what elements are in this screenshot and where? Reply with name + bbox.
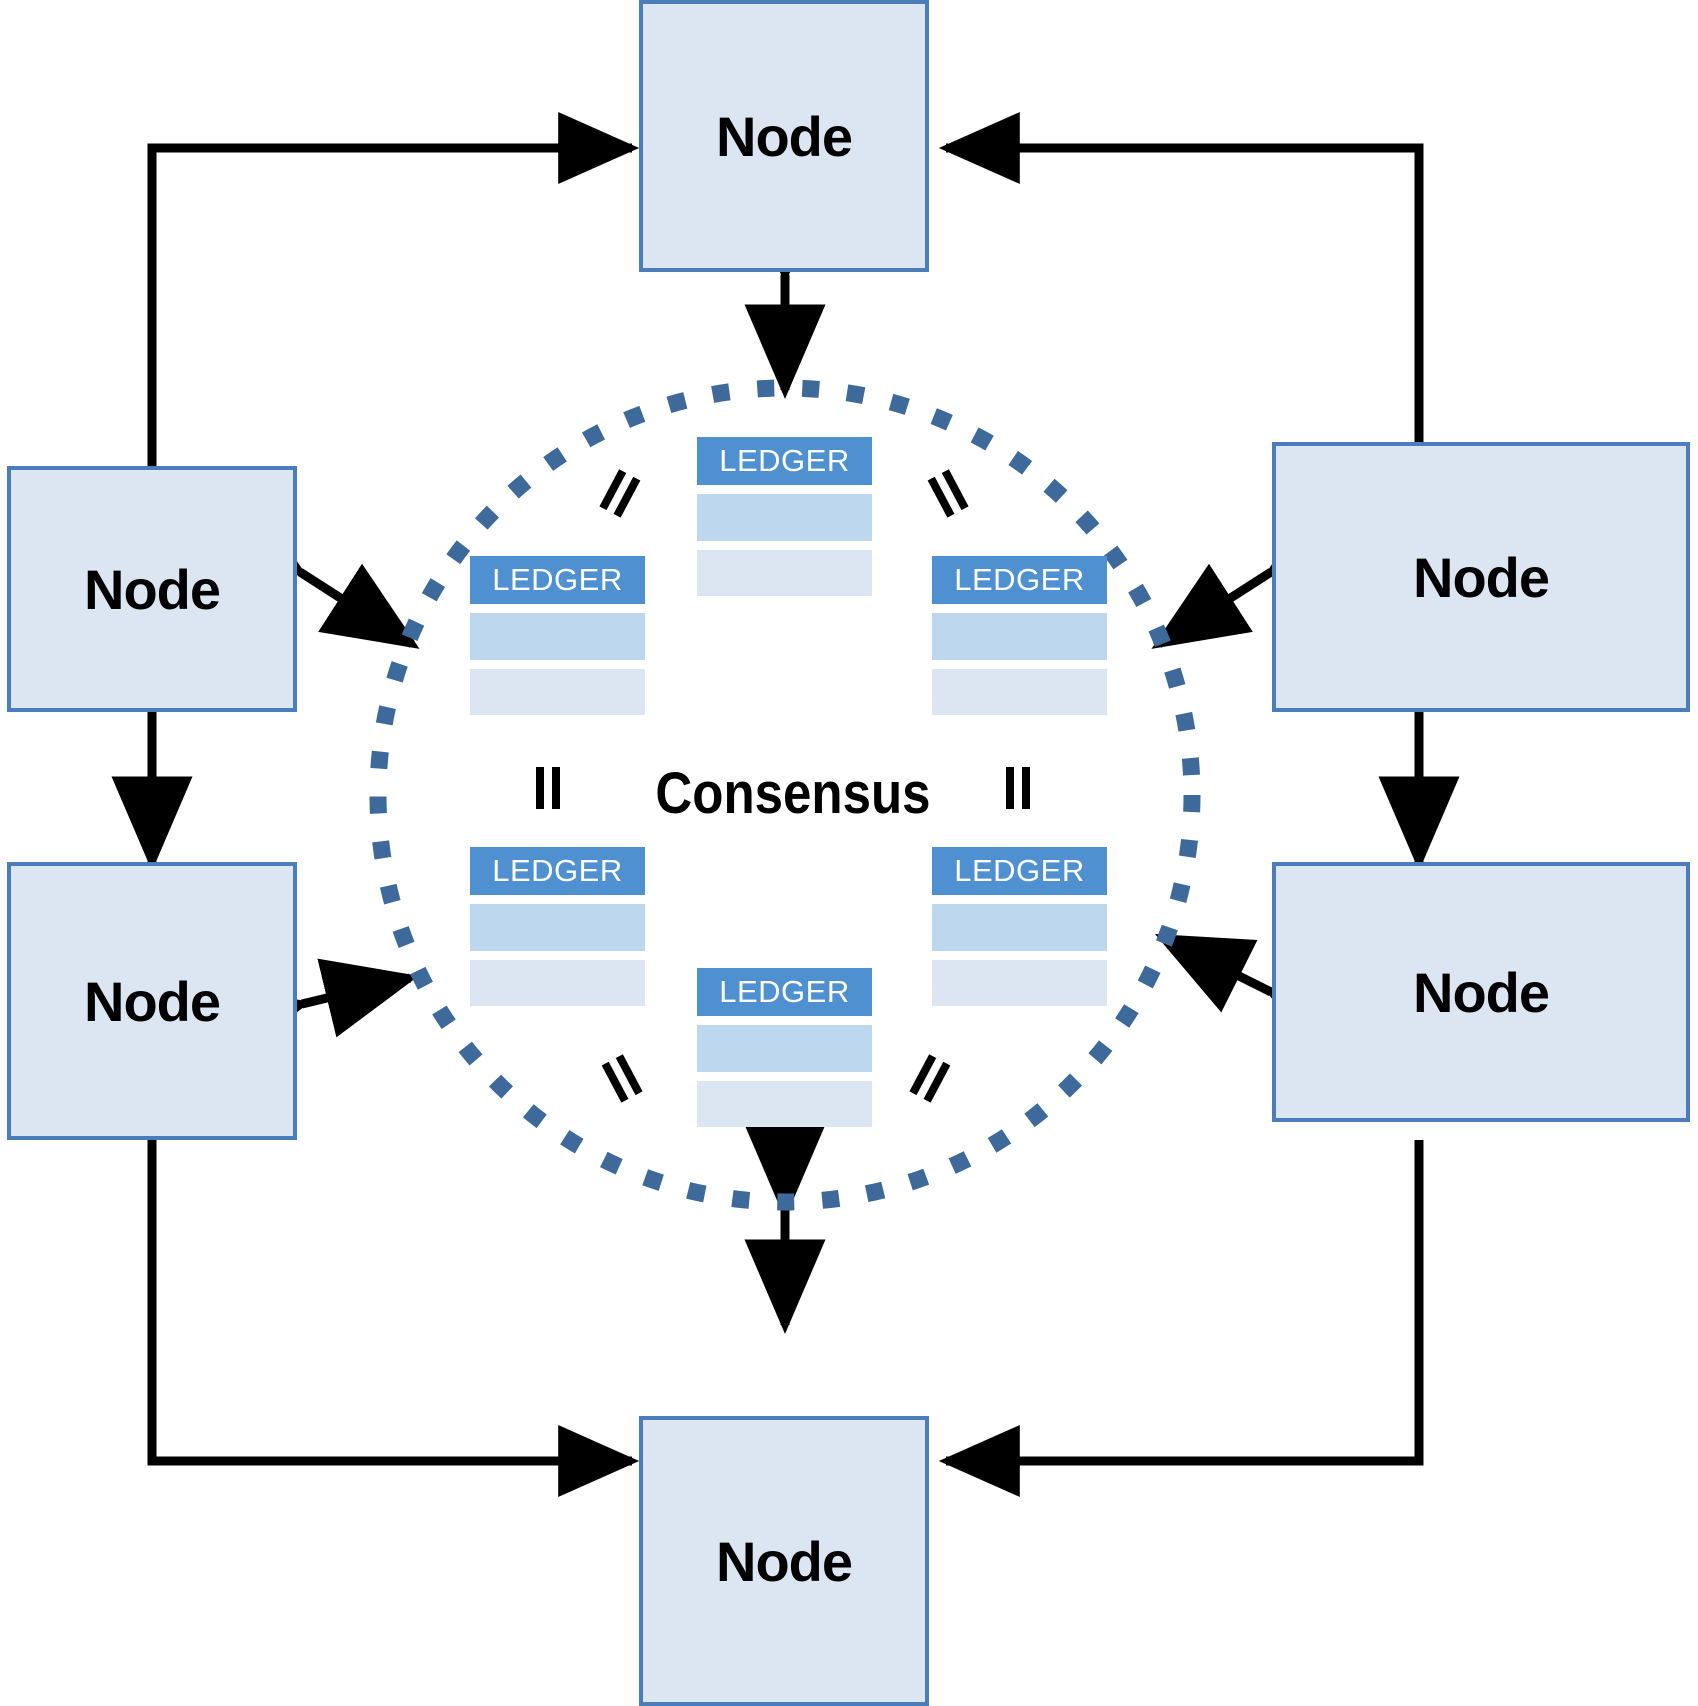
arrow-left-lower-to-bottom: [147, 1140, 640, 1497]
ledger-right-lower-header: LEDGER: [932, 847, 1107, 895]
ledger-right-upper[interactable]: LEDGER: [932, 556, 1107, 715]
consensus-circle: [369, 379, 1201, 1211]
node-right-upper-label: Node: [1413, 545, 1550, 609]
eq-mid-right-icon: [996, 765, 1042, 811]
ledger-top-row-2: [697, 550, 872, 596]
ledger-bottom[interactable]: LEDGER: [697, 968, 872, 1127]
ledger-top-row-1: [697, 494, 872, 541]
ledger-left-upper[interactable]: LEDGER: [470, 556, 645, 715]
ledger-left-lower[interactable]: LEDGER: [470, 847, 645, 1006]
ledger-left-lower-row-1: [470, 904, 645, 951]
node-bottom[interactable]: Node: [639, 1416, 929, 1706]
arrow-left-upper-to-top: [147, 112, 640, 466]
node-bottom-label: Node: [716, 1529, 853, 1593]
ledger-left-upper-row-2: [470, 669, 645, 715]
node-right-lower-label: Node: [1413, 960, 1550, 1024]
ledger-left-upper-row-1: [470, 613, 645, 660]
ledger-right-lower[interactable]: LEDGER: [932, 847, 1107, 1006]
node-top-label: Node: [716, 104, 853, 168]
eq-mid-left-icon: [526, 765, 572, 811]
ledger-right-lower-row-2: [932, 960, 1107, 1006]
arrow-left-upper-to-circle: [206, 491, 420, 649]
arrow-right-upper-to-top: [938, 112, 1424, 466]
node-left-upper[interactable]: Node: [7, 466, 297, 712]
consensus-label: Consensus: [655, 761, 931, 826]
arrow-right-lower-to-bottom: [938, 1140, 1424, 1497]
ledger-left-lower-header: LEDGER: [470, 847, 645, 895]
ledger-right-upper-header: LEDGER: [932, 556, 1107, 604]
arrow-left-lower-to-circle: [209, 958, 419, 1064]
arrow-right-upper-to-circle: [1151, 491, 1365, 649]
ledger-bottom-row-2: [697, 1081, 872, 1127]
ledger-left-upper-header: LEDGER: [470, 556, 645, 604]
ledger-right-upper-row-1: [932, 613, 1107, 660]
node-right-upper[interactable]: Node: [1272, 442, 1690, 712]
arrow-right-lower-to-circle: [1154, 933, 1366, 1067]
node-left-upper-label: Node: [84, 557, 221, 621]
node-left-lower[interactable]: Node: [7, 862, 297, 1140]
ledger-right-upper-row-2: [932, 669, 1107, 715]
ledger-top-header: LEDGER: [697, 437, 872, 485]
ledger-top[interactable]: LEDGER: [697, 437, 872, 596]
ledger-bottom-row-1: [697, 1025, 872, 1072]
ledger-left-lower-row-2: [470, 960, 645, 1006]
ledger-right-lower-row-1: [932, 904, 1107, 951]
ledger-bottom-header: LEDGER: [697, 968, 872, 1016]
node-right-lower[interactable]: Node: [1272, 862, 1690, 1122]
node-top[interactable]: Node: [639, 0, 929, 272]
node-left-lower-label: Node: [84, 969, 221, 1033]
